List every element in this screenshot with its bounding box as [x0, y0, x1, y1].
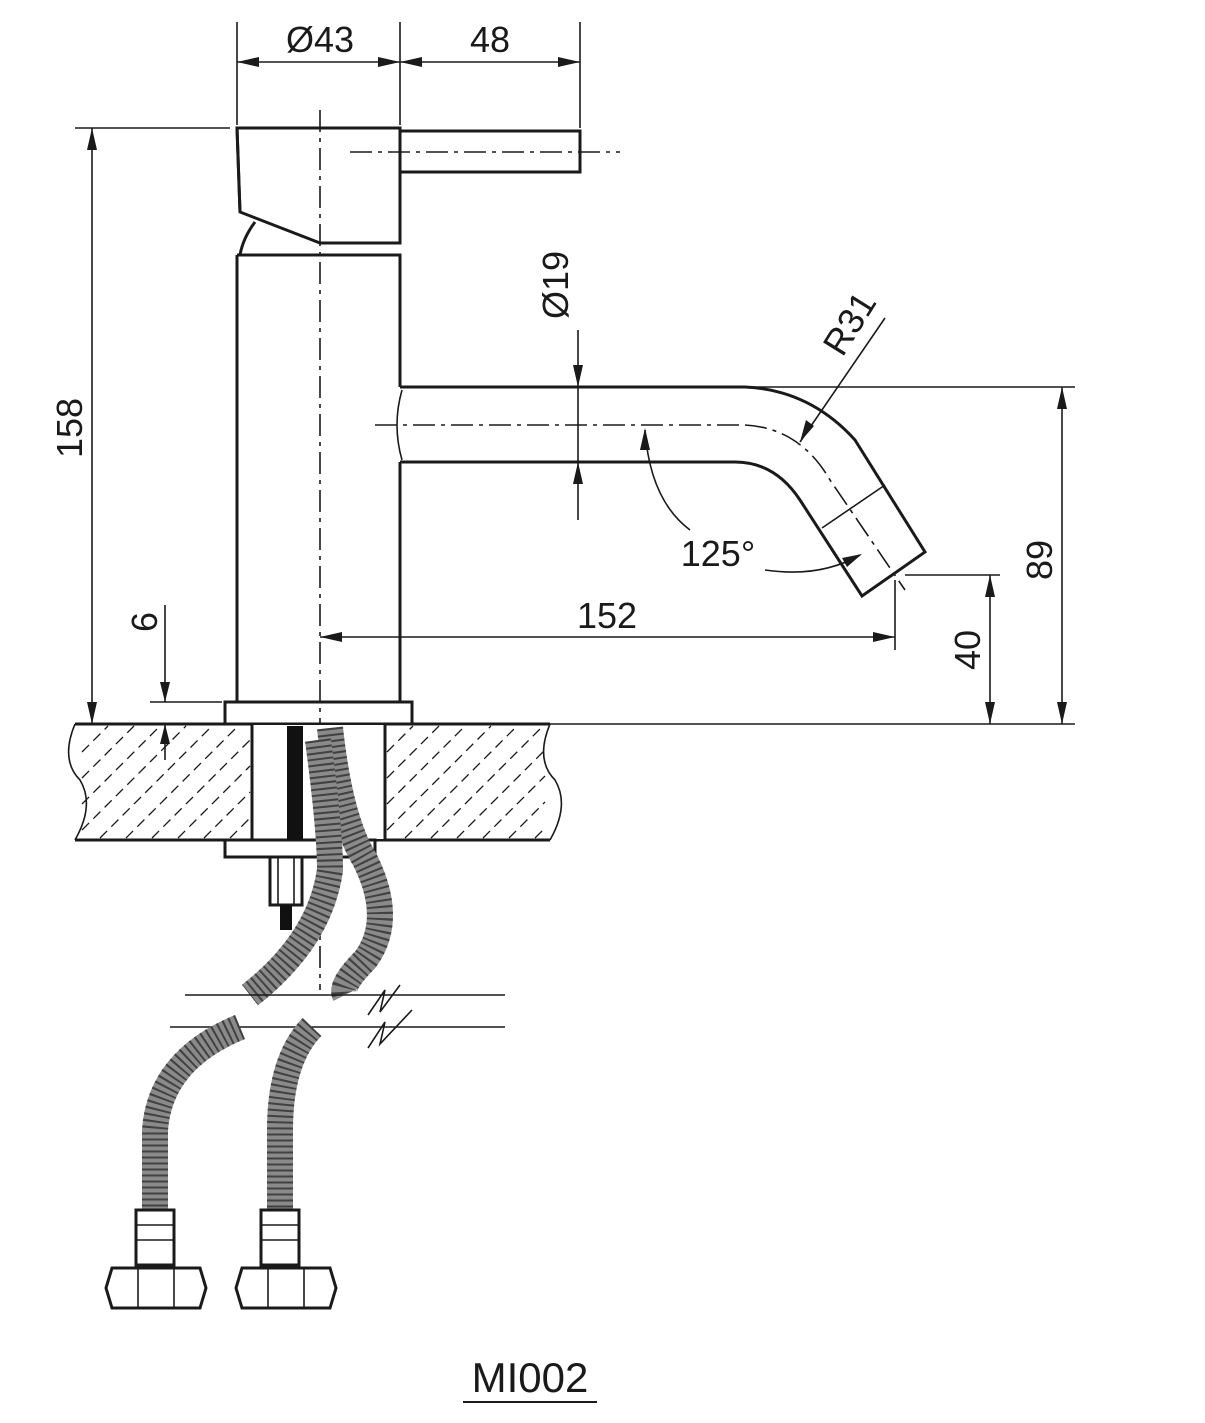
dim-lever-length: 48: [470, 19, 510, 60]
hatch-line: [81, 725, 109, 753]
faucet-spout: [375, 385, 928, 599]
hatch-line: [482, 775, 546, 839]
dimension-flange-height: 6: [124, 605, 222, 760]
hatch-line: [229, 817, 251, 839]
hatch-line: [81, 725, 187, 831]
hoses-lower: [142, 1014, 322, 1210]
dim-spout-diameter: Ø19: [535, 251, 576, 319]
hatch-line: [404, 725, 518, 839]
base-flange: [223, 700, 414, 726]
hatch-line: [508, 801, 546, 839]
dimension-spout-height: 89: [745, 386, 1075, 724]
hatch-line: [386, 725, 466, 805]
hose-fitting-left: [104, 1208, 208, 1310]
hatch-line: [81, 725, 161, 805]
hatch-line: [177, 765, 251, 839]
dim-outlet-height: 40: [947, 630, 988, 670]
dim-total-height: 158: [49, 398, 90, 458]
dimension-total-height: 158: [49, 127, 230, 724]
hatch-line: [81, 725, 135, 779]
threaded-rod: [268, 726, 304, 930]
dim-handle-diameter: Ø43: [286, 19, 354, 60]
dimension-spout-reach: 152: [320, 580, 896, 650]
break-edge-right: [542, 723, 563, 841]
dim-spout-radius: R31: [815, 285, 885, 363]
countertop-hatching: [81, 725, 546, 839]
break-edge-left: [67, 723, 88, 841]
dimension-outlet-height: 40: [905, 574, 1000, 724]
dimension-spout-radius: R31: [799, 285, 886, 443]
hatch-line: [203, 791, 251, 839]
dim-spout-height: 89: [1019, 540, 1060, 580]
dim-spout-angle: 125°: [681, 533, 755, 574]
hatch-line: [430, 725, 544, 839]
hatch-line: [386, 725, 492, 831]
dimension-spout-angle: 125°: [640, 428, 862, 574]
dim-flange-height: 6: [124, 612, 165, 632]
hatch-line: [386, 725, 414, 753]
hatch-line: [534, 827, 546, 839]
model-code: MI002: [472, 1354, 589, 1401]
dimension-top: Ø43 48: [236, 19, 581, 128]
faucet-handle: [235, 126, 402, 256]
dimension-spout-diameter: Ø19: [535, 251, 583, 520]
faucet-lever: [350, 129, 620, 174]
hatch-line: [151, 739, 251, 839]
dim-spout-reach: 152: [577, 595, 637, 636]
hatch-line: [99, 725, 213, 839]
hatch-line: [125, 725, 239, 839]
hoses-upper: [241, 726, 393, 1006]
hatch-line: [456, 749, 546, 839]
hatch-line: [386, 725, 440, 779]
hose-fitting-right: [234, 1208, 338, 1310]
